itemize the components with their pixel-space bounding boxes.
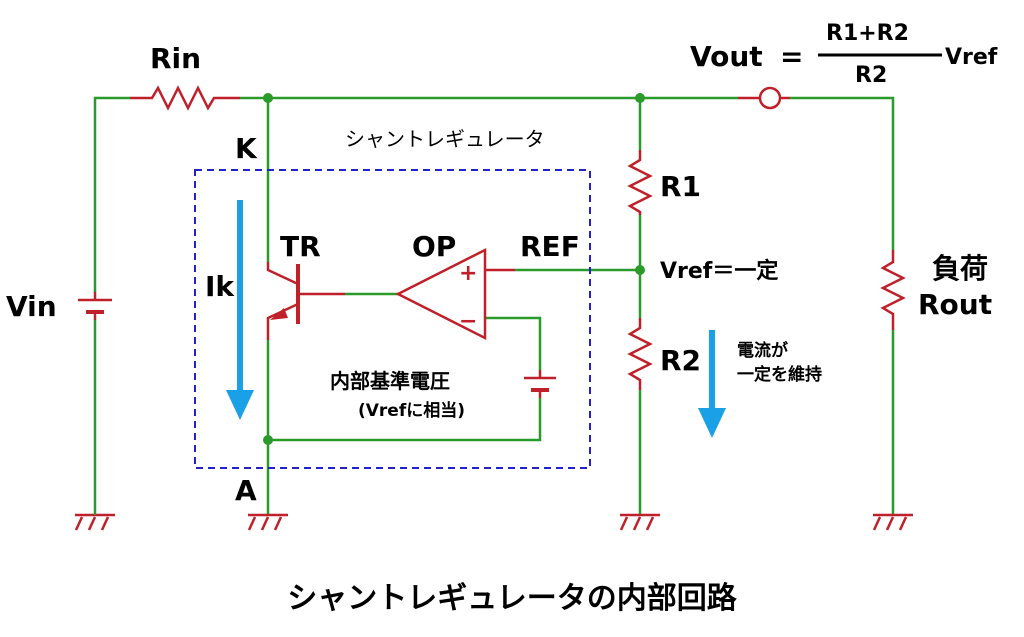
shunt-regulator-box xyxy=(194,169,591,469)
r2-label: R2 xyxy=(660,344,701,377)
a-label: A xyxy=(235,474,257,507)
ik-arrow xyxy=(226,200,254,420)
vin-label: Vin xyxy=(6,290,57,323)
op-label: OP xyxy=(412,230,456,263)
junctions xyxy=(263,93,645,445)
load-top-wire xyxy=(790,96,895,250)
junction-dot xyxy=(635,93,645,103)
transistor-symbol xyxy=(266,262,345,340)
plus-label: + xyxy=(459,261,477,286)
ground-icon xyxy=(872,513,913,531)
internal-reference-battery xyxy=(524,370,556,398)
rin-label: Rin xyxy=(150,42,201,75)
opamp-symbol xyxy=(395,247,515,341)
wires xyxy=(93,96,895,515)
r1-resistor xyxy=(627,150,653,215)
rin-resistor xyxy=(130,85,240,111)
fraction-numerator: R1+R2 xyxy=(826,21,909,46)
ground-icon xyxy=(619,513,660,531)
ground-icon xyxy=(74,510,115,531)
junction-dot xyxy=(263,93,273,103)
junction-dot xyxy=(635,265,645,275)
internal-ref-label: 内部基準電圧 xyxy=(330,369,450,393)
load-label: 負荷 xyxy=(932,252,988,285)
vout-label: Vout xyxy=(690,40,763,73)
k-label: K xyxy=(235,132,258,165)
rout-label: Rout xyxy=(918,288,992,321)
shunt-regulator-label: シャントレギュレータ xyxy=(345,127,545,151)
vin-battery xyxy=(78,292,112,320)
r1-label: R1 xyxy=(660,170,701,203)
diagram-title: シャントレギュレータの内部回路 xyxy=(287,581,737,616)
vin-upper-wire xyxy=(93,96,130,292)
minus-label: − xyxy=(459,309,477,334)
vref-const-label: Vref＝一定 xyxy=(660,258,778,284)
vref-formula-label: Vref xyxy=(945,45,998,70)
ref-label: REF xyxy=(520,230,580,263)
load-resistor xyxy=(880,250,906,330)
vout-terminal xyxy=(738,86,790,110)
r2-resistor xyxy=(627,318,653,390)
ref-ground-wire xyxy=(268,398,542,442)
minus-input-wire xyxy=(485,316,542,370)
internal-ref-sublabel: (Vrefに相当) xyxy=(358,400,465,421)
current-const-sublabel: 一定を維持 xyxy=(737,364,822,385)
equals-sign: = xyxy=(780,40,803,73)
current-const-label: 電流が xyxy=(737,340,788,361)
fraction-denominator: R2 xyxy=(855,63,887,88)
ground-icon xyxy=(247,513,288,531)
junction-dot xyxy=(263,435,273,445)
divider-current-arrow xyxy=(698,330,726,438)
tr-label: TR xyxy=(280,230,321,263)
ground-symbols xyxy=(74,510,913,531)
ik-label: Ik xyxy=(205,270,235,303)
